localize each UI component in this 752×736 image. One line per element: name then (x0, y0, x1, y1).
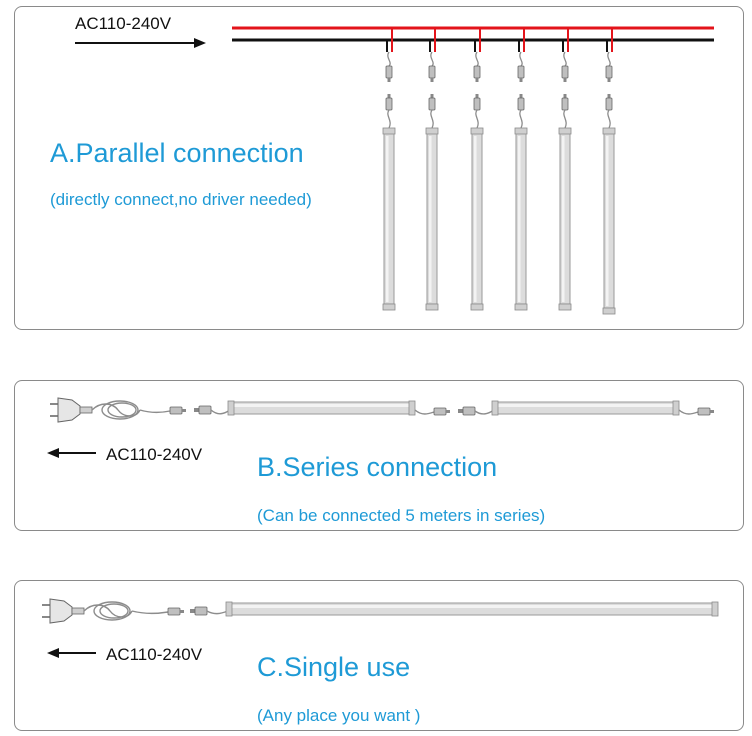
led-tube-icon (558, 127, 572, 311)
series-title: B.Series connection (257, 452, 498, 482)
led-tube-icon (602, 127, 616, 315)
parallel-branch (514, 28, 528, 311)
parallel-branch (558, 28, 572, 311)
arrow-left-icon (47, 648, 96, 658)
connector-icon (561, 65, 569, 82)
connector-icon (473, 65, 481, 82)
power-plug-icon (50, 397, 93, 423)
connector-icon (605, 94, 613, 111)
led-tube-icon (225, 601, 719, 617)
single-subtitle: (Any place you want ) (257, 706, 421, 725)
connector-icon (458, 406, 476, 416)
connector-icon (517, 65, 525, 82)
connector-icon (605, 65, 613, 82)
led-tube-icon (382, 127, 396, 311)
series-subtitle: (Can be connected 5 meters in series) (257, 506, 546, 525)
connector-icon (517, 94, 525, 111)
coiled-cord (83, 601, 169, 621)
series-voltage-label: AC110-240V (106, 445, 203, 464)
arrow-left-icon (47, 448, 96, 458)
parallel-branch (382, 28, 396, 311)
connector-icon (385, 65, 393, 82)
led-tube-icon (425, 127, 439, 311)
single-use-diagram (42, 598, 719, 658)
connector-icon (194, 405, 212, 415)
led-tube-icon (470, 127, 484, 311)
connector-icon (433, 407, 450, 416)
connector-icon (697, 407, 714, 416)
parallel-branch (425, 28, 439, 311)
parallel-branch (602, 28, 616, 315)
series-wiring-diagram (47, 397, 714, 458)
single-title: C.Single use (257, 652, 411, 682)
connector-icon (385, 94, 393, 111)
connector-icon (428, 65, 436, 82)
parallel-subtitle: (directly connect,no driver needed) (50, 190, 312, 209)
parallel-wiring-diagram (75, 26, 714, 315)
coiled-cord (91, 400, 171, 420)
parallel-connection-panel (14, 6, 744, 330)
connector-icon (190, 606, 208, 616)
arrow-right-icon (75, 38, 206, 48)
power-plug-icon (42, 598, 85, 624)
parallel-title: A.Parallel connection (50, 138, 304, 168)
connector-icon (169, 406, 186, 415)
connector-icon (428, 94, 436, 111)
parallel-voltage-label: AC110-240V (75, 14, 172, 33)
parallel-branch (470, 28, 484, 311)
led-tube-icon (491, 400, 680, 416)
connector-icon (167, 607, 184, 616)
single-voltage-label: AC110-240V (106, 645, 203, 664)
led-tube-icon (514, 127, 528, 311)
connector-icon (473, 94, 481, 111)
led-tube-icon (227, 400, 416, 416)
connector-icon (561, 94, 569, 111)
